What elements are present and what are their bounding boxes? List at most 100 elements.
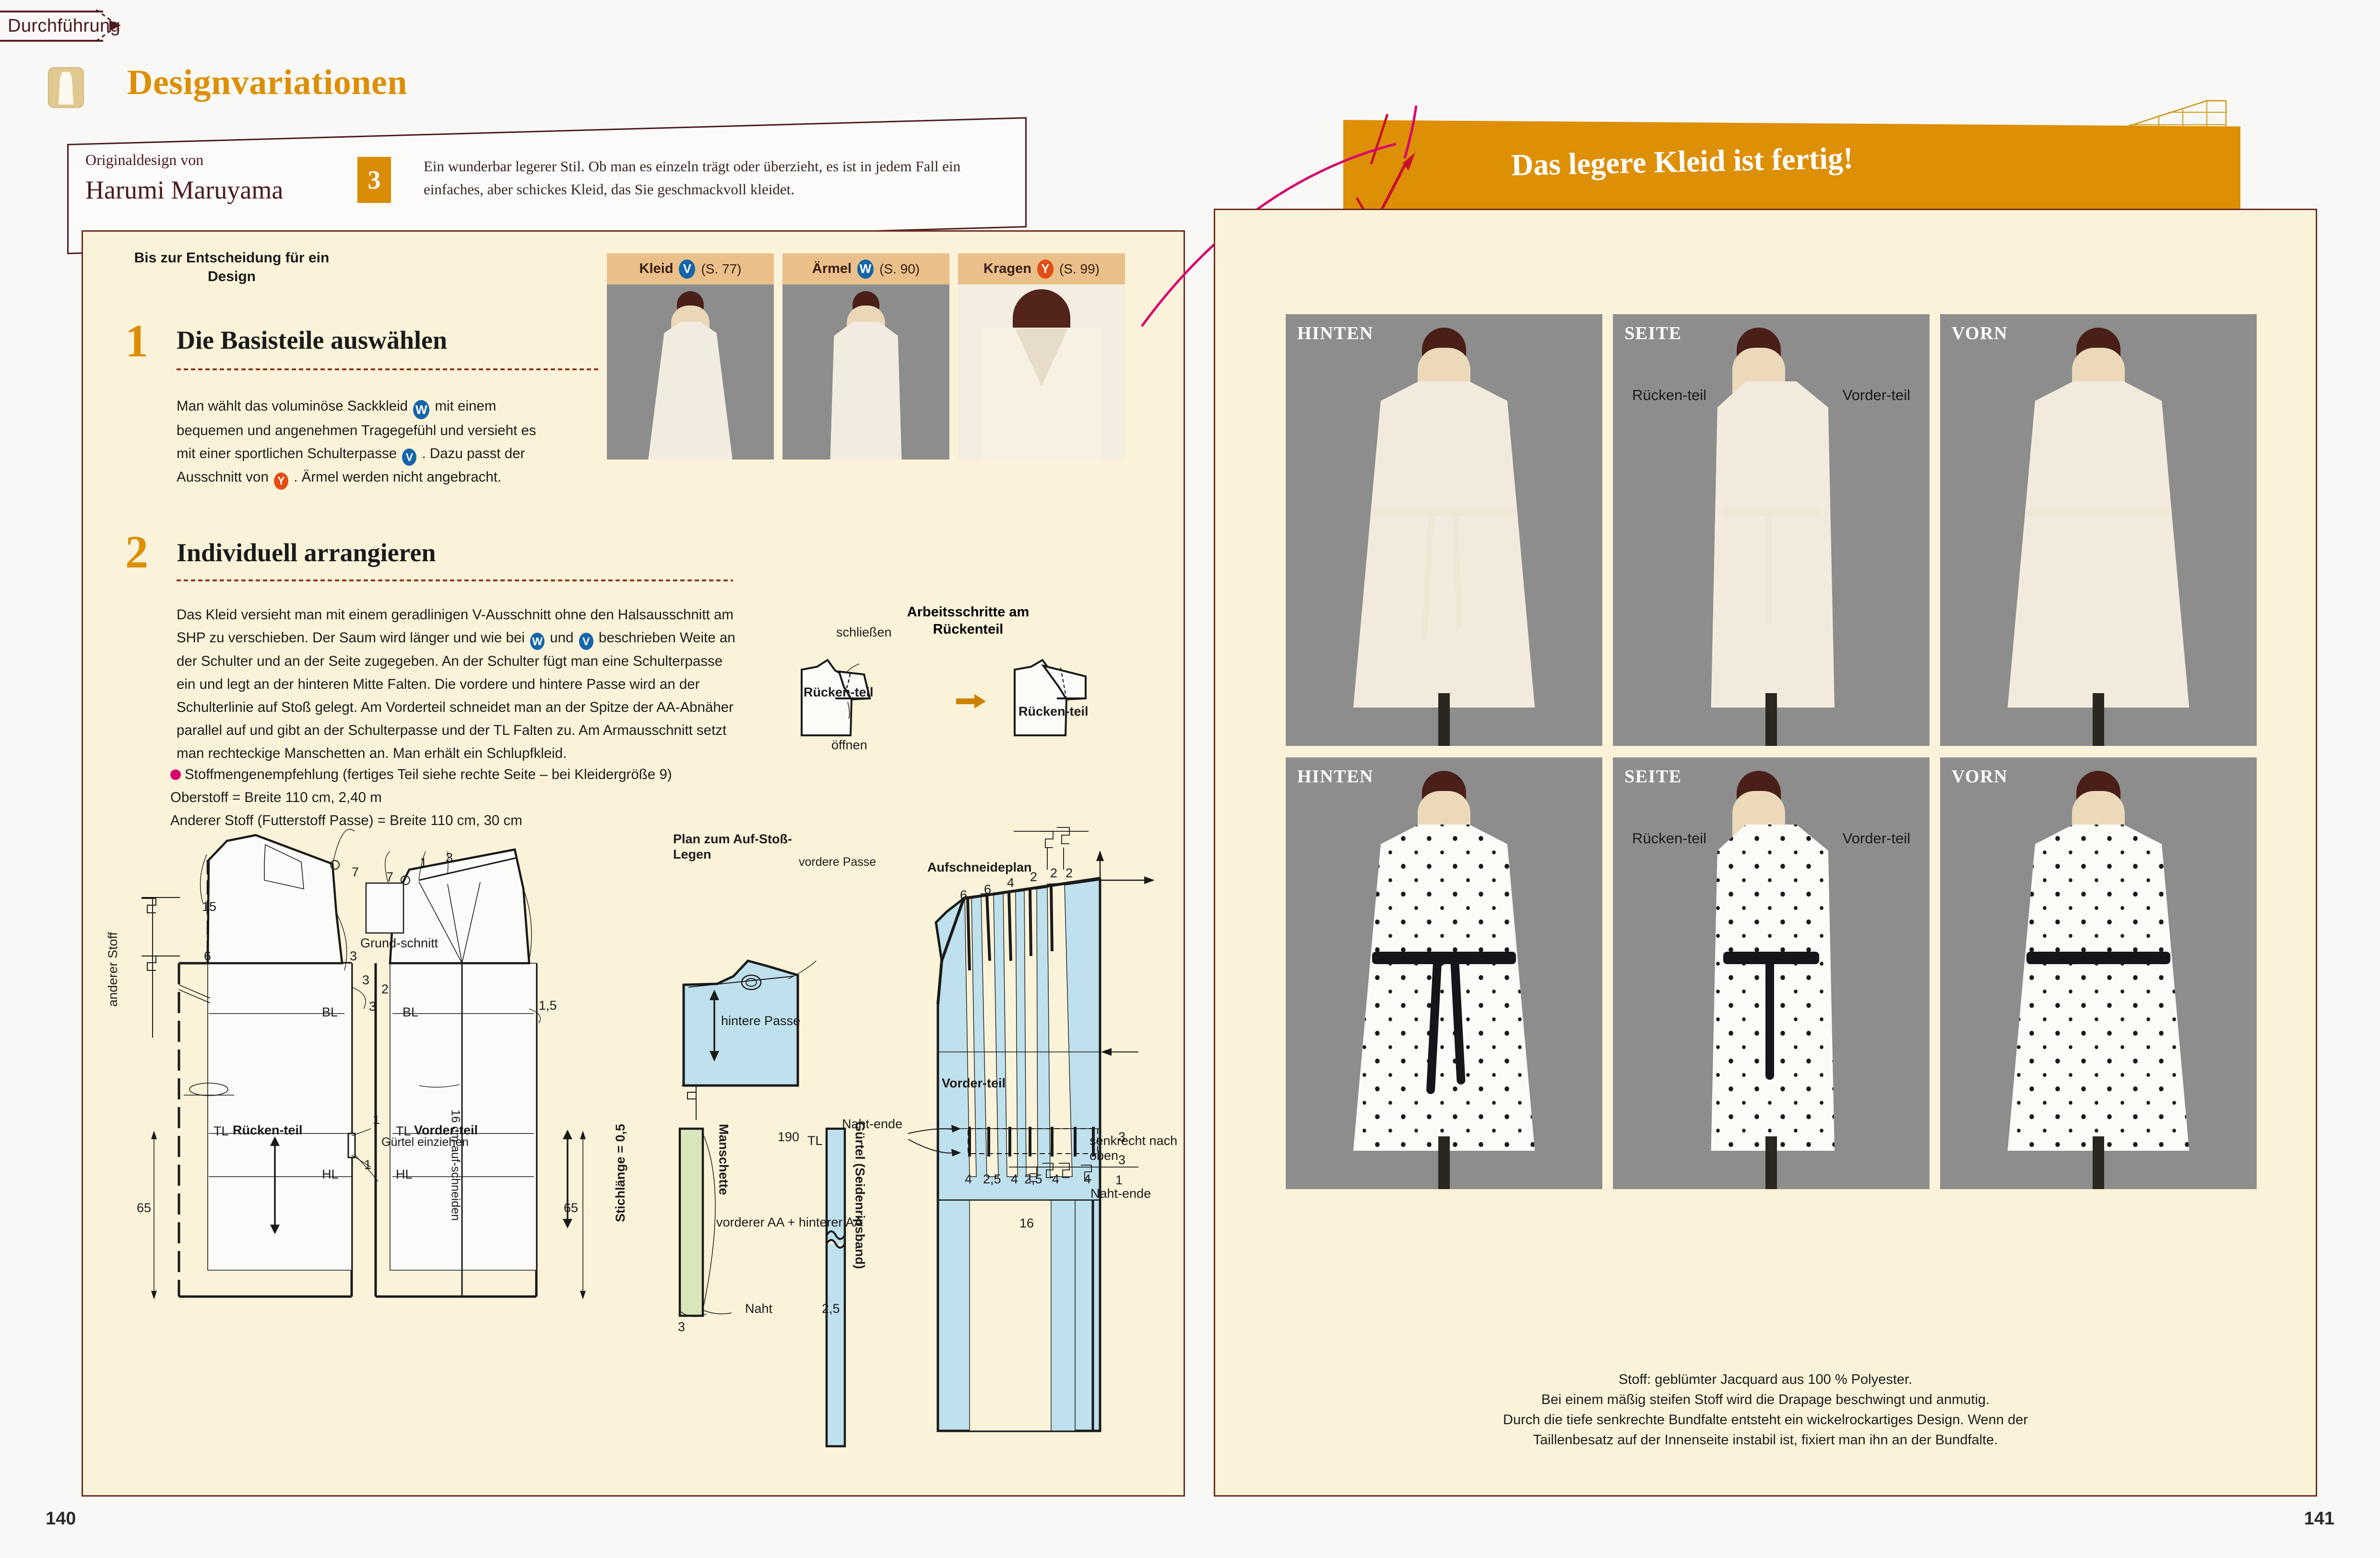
label-naht: Naht xyxy=(745,1301,773,1316)
dim-cut-2c: 2 xyxy=(1066,866,1073,880)
tab-arrow-icon xyxy=(96,10,121,42)
page-title: Designvariationen xyxy=(127,63,408,102)
dim-back-1a: 1 xyxy=(373,1112,380,1127)
original-design-label: Originaldesign von xyxy=(85,151,204,169)
dim-front-1: 1 xyxy=(420,855,427,870)
label-hl-back: HL xyxy=(322,1167,339,1181)
caption-line-1: Stoff: geblümter Jacquard aus 100 % Poly… xyxy=(1618,1372,1913,1387)
thumbnail-kleid-image xyxy=(607,284,774,460)
label-vorderer-aa: vorderer AA + hinterer AA xyxy=(716,1215,863,1229)
label-oeffnen: öffnen xyxy=(831,738,867,752)
dress-icon xyxy=(48,67,84,108)
label-tl-cutplan: TL xyxy=(807,1133,823,1148)
right-banner xyxy=(1343,120,2240,213)
dim-cut-2a: 2 xyxy=(1030,870,1038,884)
label-tl-back: TL xyxy=(213,1124,229,1138)
thumbnail-kragen-image xyxy=(958,284,1125,460)
step-1-rule xyxy=(177,368,599,370)
dim-cut-6a: 6 xyxy=(960,888,968,902)
thumbnail-aermel-page: (S. 90) xyxy=(879,261,920,276)
photo-hinten-dotted[interactable]: HINTEN xyxy=(1286,757,1602,1189)
step-2-title: Individuell arrangieren xyxy=(177,538,436,567)
photo-hinten-plain[interactable]: HINTEN xyxy=(1286,314,1602,746)
thumbnail-kleid-page: (S. 77) xyxy=(701,261,742,276)
dim-cut-b4d: 4 xyxy=(1084,1172,1091,1186)
thumbnail-kragen-name: Kragen xyxy=(983,261,1031,276)
label-vordere-passe: vordere Passe xyxy=(799,855,876,869)
chapter-tab: Durchführung xyxy=(0,10,121,42)
photo-vorn-dotted[interactable]: VORN xyxy=(1940,757,2257,1189)
dim-cut-b4a: 4 xyxy=(965,1172,972,1186)
dim-back-3b: 3 xyxy=(362,973,370,987)
label-aufschneideplan: Aufschneideplan xyxy=(927,860,1032,874)
dim-cuff-3: 3 xyxy=(678,1320,686,1334)
label-anderer-stoff: anderer Stoff xyxy=(106,932,120,1007)
result-photo-grid: HINTEN SEITE Rücken-teil Vorder-teil VOR… xyxy=(1286,314,2257,1189)
photo-tag-hinten-2: HINTEN xyxy=(1297,767,1374,787)
banner-title: Das legere Kleid ist fertig! xyxy=(1511,141,1854,182)
label-rueckenteil-left: Rücken-teil xyxy=(804,685,874,699)
step-1-text-a: Man wählt das voluminöse Sackkleid xyxy=(177,398,408,414)
photo-seite-plain[interactable]: SEITE Rücken-teil Vorder-teil xyxy=(1613,314,1930,746)
design-badge: 3 xyxy=(357,157,391,203)
label-16cm-aufschneiden: 16 cm auf-schneiden xyxy=(449,1109,462,1221)
thumbnail-kragen[interactable]: Kragen Y (S. 99) xyxy=(958,253,1125,460)
photo-vorn-plain[interactable]: VORN xyxy=(1940,314,2257,746)
photo-tag-vorn-1: VORN xyxy=(1952,323,2008,343)
base-parts-thumbnails: Kleid V (S. 77) Ärmel W (S. 90) Kragen Y… xyxy=(607,253,1125,460)
label-senkrecht: senkrecht nach oben xyxy=(1089,1133,1178,1163)
fabric-line-2: Anderer Stoff (Futterstoff Passe) = Brei… xyxy=(170,812,522,828)
arbeitsschritte-diagram xyxy=(801,659,1087,736)
label-manschette: Manschette xyxy=(716,1124,731,1195)
chapter-tab-body xyxy=(0,11,103,42)
fabric-recommendation: Stoffmengenempfehlung (fertiges Teil sie… xyxy=(170,763,679,832)
label-plan-title: Plan zum Auf-Stoß-Legen xyxy=(673,832,792,862)
thumbnail-kleid[interactable]: Kleid V (S. 77) xyxy=(607,253,774,460)
thumbnail-kragen-caption: Kragen Y (S. 99) xyxy=(958,253,1125,284)
dim-belt-25: 2,5 xyxy=(822,1301,840,1316)
dim-cut-r3a: 3 xyxy=(1118,1130,1126,1144)
intro-description: Ein wunderbar legerer Stil. Ob man es ei… xyxy=(424,158,961,198)
step-2-body: Das Kleid versieht man mit einem geradli… xyxy=(177,603,743,765)
step-2-text-c: beschrieben Weite an der Schulter und an… xyxy=(177,629,735,761)
photo-tag-seite-2: SEITE xyxy=(1624,767,1682,787)
photo-label-rueckenteil-1: Rücken-teil xyxy=(1632,387,1707,403)
dim-cut-6b: 6 xyxy=(984,882,992,897)
chip-w-1: W xyxy=(413,400,430,420)
thumbnail-kleid-name: Kleid xyxy=(639,261,674,276)
left-content-panel: Bis zur Entscheidung für ein Design 1 Di… xyxy=(82,230,1185,1497)
dim-cut-2b: 2 xyxy=(1050,866,1058,880)
photo-tag-vorn-2: VORN xyxy=(1952,767,2008,787)
label-bl-front: BL xyxy=(403,1005,419,1019)
label-bl-back: BL xyxy=(322,1005,338,1019)
step-1-text-b: mit einem bequemen und angenehmen Trageg… xyxy=(177,398,536,461)
thumbnail-aermel[interactable]: Ärmel W (S. 90) xyxy=(782,253,949,460)
pattern-drafting-diagrams xyxy=(142,827,1155,1448)
dim-back-1b: 1 xyxy=(364,1157,372,1172)
dim-back-65: 65 xyxy=(137,1201,152,1215)
dim-cut-b1: 1 xyxy=(1115,1173,1123,1187)
thumbnail-aermel-name: Ärmel xyxy=(812,261,852,276)
photo-seite-dotted[interactable]: SEITE Rücken-teil Vorder-teil xyxy=(1613,757,1930,1189)
label-vorderteil-cutplan: Vorder-teil xyxy=(942,1076,1006,1090)
chip-v-2: V xyxy=(579,633,593,650)
label-back-piece: Rücken-teil xyxy=(233,1123,303,1137)
dim-cut-16: 16 xyxy=(1019,1216,1034,1230)
dim-front-3a: 3 xyxy=(446,850,453,865)
dim-cut-b4b: 4 xyxy=(1011,1172,1018,1186)
step-2-number: 2 xyxy=(125,526,148,578)
step-2-text-a: Das Kleid versieht man mit einem geradli… xyxy=(177,607,734,646)
step-1-body: Man wählt das voluminöse Sackkleid W mit… xyxy=(177,395,556,490)
dim-back-7: 7 xyxy=(352,865,359,879)
page-number-left: 140 xyxy=(46,1509,76,1529)
photo-label-vorderteil-1: Vorder-teil xyxy=(1842,387,1910,403)
step-2-rule xyxy=(177,579,733,581)
chip-y-thumb: Y xyxy=(1037,259,1054,279)
step-2-text-b: und xyxy=(550,629,574,646)
label-guertel-band: Gürtel (Seidenripsband) xyxy=(853,1121,867,1269)
label-guertel-einziehen: Gürtel einziehen xyxy=(381,1135,469,1149)
panel-subheading: Bis zur Entscheidung für ein Design xyxy=(134,250,330,284)
dim-back-3a: 3 xyxy=(350,949,357,963)
chip-w-thumb: W xyxy=(857,259,874,279)
